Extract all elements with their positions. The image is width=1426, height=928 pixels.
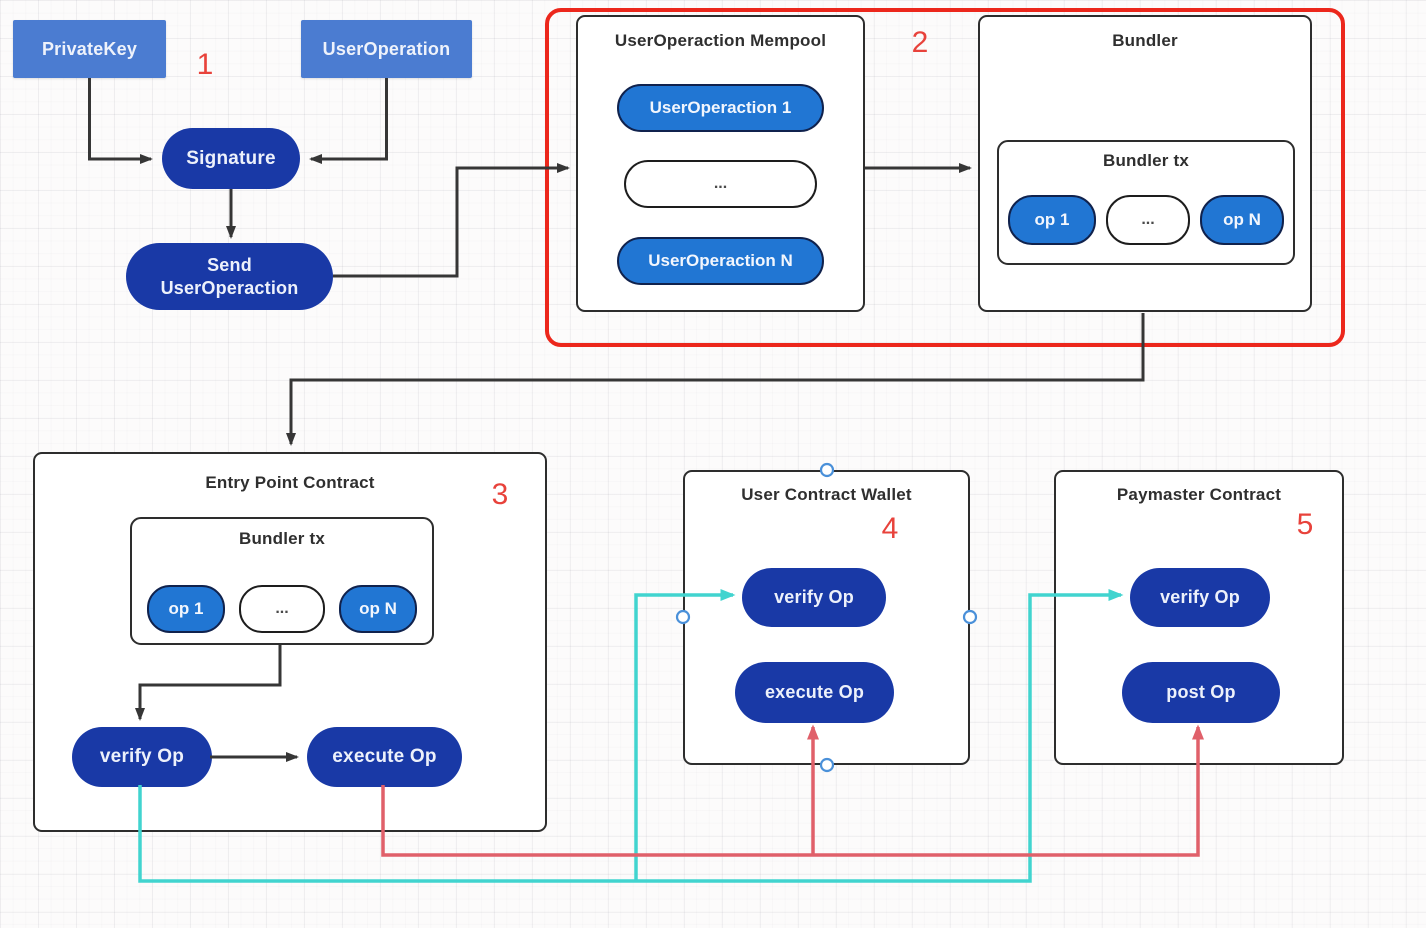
entry-op-ellipsis[interactable]: ... [239, 585, 325, 633]
wallet-execute-op[interactable]: execute Op [735, 662, 894, 723]
entry-op-1[interactable]: op 1 [147, 585, 225, 633]
paymaster-post-op[interactable]: post Op [1122, 662, 1280, 723]
step-2-label: 2 [911, 26, 929, 59]
mempool-item-n-label: UserOperaction N [648, 251, 793, 270]
entry-execute-op[interactable]: execute Op [307, 727, 462, 787]
bundler-op-ellipsis-label: ... [1141, 211, 1155, 228]
node-user-operation-label: UserOperation [322, 38, 451, 59]
wire-useroperation-to-signature[interactable] [309, 78, 388, 164]
wire-privatekey-to-signature[interactable] [88, 78, 153, 164]
entry-bundler-tx-title: Bundler tx [238, 529, 326, 548]
node-private-key-label: PrivateKey [41, 38, 138, 59]
step-3-label: 3 [491, 478, 509, 511]
node-user-operation[interactable]: UserOperation [301, 20, 472, 78]
bundler-tx-title: Bundler tx [1102, 151, 1190, 170]
paymaster-title: Paymaster Contract [1116, 485, 1282, 504]
mempool-item-1-label: UserOperaction 1 [649, 98, 792, 117]
mempool-item-ellipsis-label: ... [713, 175, 728, 192]
step-1-label: 1 [196, 48, 214, 81]
bundler-op-n-label: op N [1223, 210, 1261, 229]
node-signature[interactable]: Signature [162, 128, 300, 189]
mempool-title: UserOperaction Mempool [614, 31, 827, 50]
bundler-op-n[interactable]: op N [1200, 195, 1284, 245]
wallet-title: User Contract Wallet [741, 485, 912, 504]
bundler-op-1-label: op 1 [1034, 210, 1070, 229]
bundler-title: Bundler [1112, 31, 1178, 50]
node-private-key[interactable]: PrivateKey [13, 20, 166, 78]
wallet-verify-op[interactable]: verify Op [742, 568, 886, 627]
entry-op-n[interactable]: op N [339, 585, 417, 633]
paymaster-verify-op[interactable]: verify Op [1130, 568, 1270, 627]
mempool-item-ellipsis[interactable]: ... [624, 160, 817, 208]
entry-point-title: Entry Point Contract [205, 473, 375, 492]
node-signature-label: Signature [186, 147, 276, 169]
wire-send-to-mempool[interactable] [333, 163, 570, 278]
send-label-line1: Send [207, 255, 252, 275]
entry-bundler-tx-box[interactable]: Bundler tx op 1 ... op N [130, 517, 434, 645]
entry-op-n-label: op N [359, 599, 397, 618]
entry-op-ellipsis-label: ... [275, 600, 289, 617]
paymaster-post-op-label: post Op [1166, 682, 1236, 703]
step-4-label: 4 [881, 512, 899, 545]
wallet-execute-op-label: execute Op [764, 682, 865, 703]
step-5-label: 5 [1296, 508, 1314, 541]
node-send-useroperation[interactable]: Send UserOperaction [126, 243, 333, 310]
bundler-tx-box[interactable]: Bundler tx op 1 ... op N [997, 140, 1295, 265]
box-paymaster-contract[interactable]: Paymaster Contract 5 verify Op post Op [1054, 470, 1344, 765]
wallet-verify-op-label: verify Op [774, 587, 854, 608]
box-useroperation-mempool[interactable]: UserOperaction Mempool UserOperaction 1 … [576, 15, 865, 312]
entry-op-1-label: op 1 [168, 599, 204, 618]
bundler-op-ellipsis[interactable]: ... [1106, 195, 1190, 245]
entry-verify-op[interactable]: verify Op [72, 727, 212, 787]
box-bundler[interactable]: Bundler Bundler tx op 1 ... op N [978, 15, 1312, 312]
paymaster-verify-op-label: verify Op [1160, 587, 1240, 608]
bundler-op-1[interactable]: op 1 [1008, 195, 1096, 245]
entry-verify-op-label: verify Op [99, 746, 185, 768]
mempool-item-useroperation-n[interactable]: UserOperaction N [617, 237, 824, 285]
entry-execute-op-label: execute Op [332, 746, 437, 768]
send-label-line2: UserOperaction [160, 277, 299, 298]
mempool-item-useroperation-1[interactable]: UserOperaction 1 [617, 84, 824, 132]
box-entry-point-contract[interactable]: Entry Point Contract 3 Bundler tx op 1 .… [33, 452, 547, 832]
box-user-contract-wallet[interactable]: User Contract Wallet 4 verify Op execute… [683, 470, 970, 765]
